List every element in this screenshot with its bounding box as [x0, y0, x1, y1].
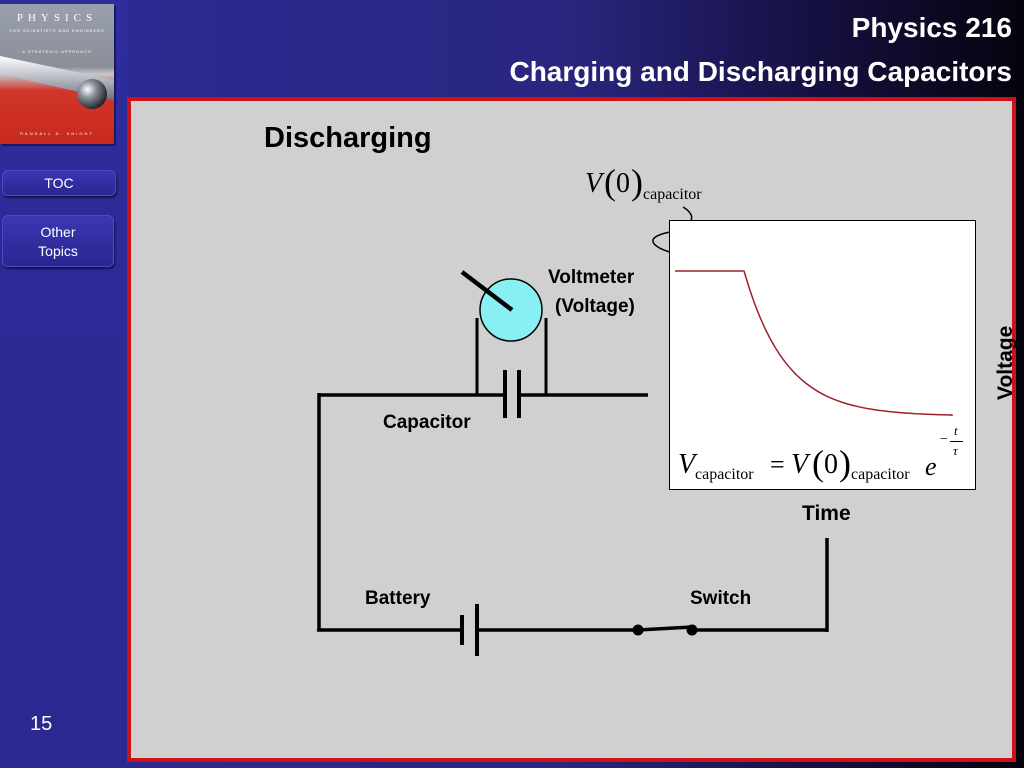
eq-paren-close: ): [839, 443, 851, 483]
discharge-curve: [675, 270, 953, 416]
textbook-cover-art: [0, 56, 114, 109]
eq-lhs-subscript: capacitor: [695, 466, 754, 483]
toc-button[interactable]: TOC: [2, 170, 116, 196]
book-author: RANDALL D. KNIGHT: [20, 131, 94, 136]
eq-paren-open: (: [812, 443, 824, 483]
eq-rhs-v: V: [791, 449, 809, 480]
capacitor-label: Capacitor: [383, 412, 471, 433]
discharge-curve-plot: [675, 270, 953, 416]
book-title: PHYSICS: [16, 12, 98, 24]
voltmeter-sublabel: (Voltage): [555, 296, 635, 317]
eq-rhs-subscript: capacitor: [851, 466, 910, 483]
annotation-paren-close: ): [631, 162, 643, 202]
battery-label: Battery: [365, 588, 431, 609]
eq-zero: 0: [824, 449, 838, 480]
textbook-cover-image: PHYSICS FOR SCIENTISTS AND ENGINEERS A S…: [0, 4, 114, 144]
graph-x-axis-label: Time: [802, 502, 851, 525]
other-topics-button[interactable]: Other Topics: [2, 215, 114, 267]
book-tagline: A STRATEGIC APPROACH: [22, 49, 92, 54]
annotation-zero: 0: [616, 168, 630, 199]
sidebar: PHYSICS FOR SCIENTISTS AND ENGINEERS A S…: [0, 0, 127, 768]
other-topics-label-line1: Other: [40, 224, 76, 240]
voltmeter-label: Voltmeter: [548, 267, 635, 288]
slide-title: Charging and Discharging Capacitors: [509, 56, 1012, 87]
annotation-paren-open: (: [604, 162, 616, 202]
switch-label: Switch: [690, 588, 752, 609]
other-topics-label-line2: Topics: [38, 243, 78, 259]
eq-lhs-v: V: [678, 449, 696, 480]
annotation-v: V: [585, 168, 603, 199]
eq-exponent-t: t: [954, 423, 958, 438]
slide-heading: Discharging: [264, 122, 432, 154]
eq-exponential-e: e: [925, 452, 937, 481]
book-subtitle: FOR SCIENTISTS AND ENGINEERS: [9, 28, 105, 33]
annotation-subscript: capacitor: [643, 186, 702, 203]
course-title: Physics 216: [851, 12, 1012, 43]
eq-equals: =: [770, 450, 785, 479]
eq-exponent-tau: τ: [953, 443, 958, 458]
eq-exponent-fraction-bar: [950, 441, 963, 442]
graph-y-axis-label: Voltage: [994, 325, 1017, 400]
voltage-time-graph: V capacitor = V ( 0 ) capacitor e − t τ: [669, 220, 976, 490]
eq-exponent-minus: −: [940, 432, 948, 447]
toc-button-label: TOC: [44, 175, 74, 191]
page-number: 15: [30, 713, 53, 735]
